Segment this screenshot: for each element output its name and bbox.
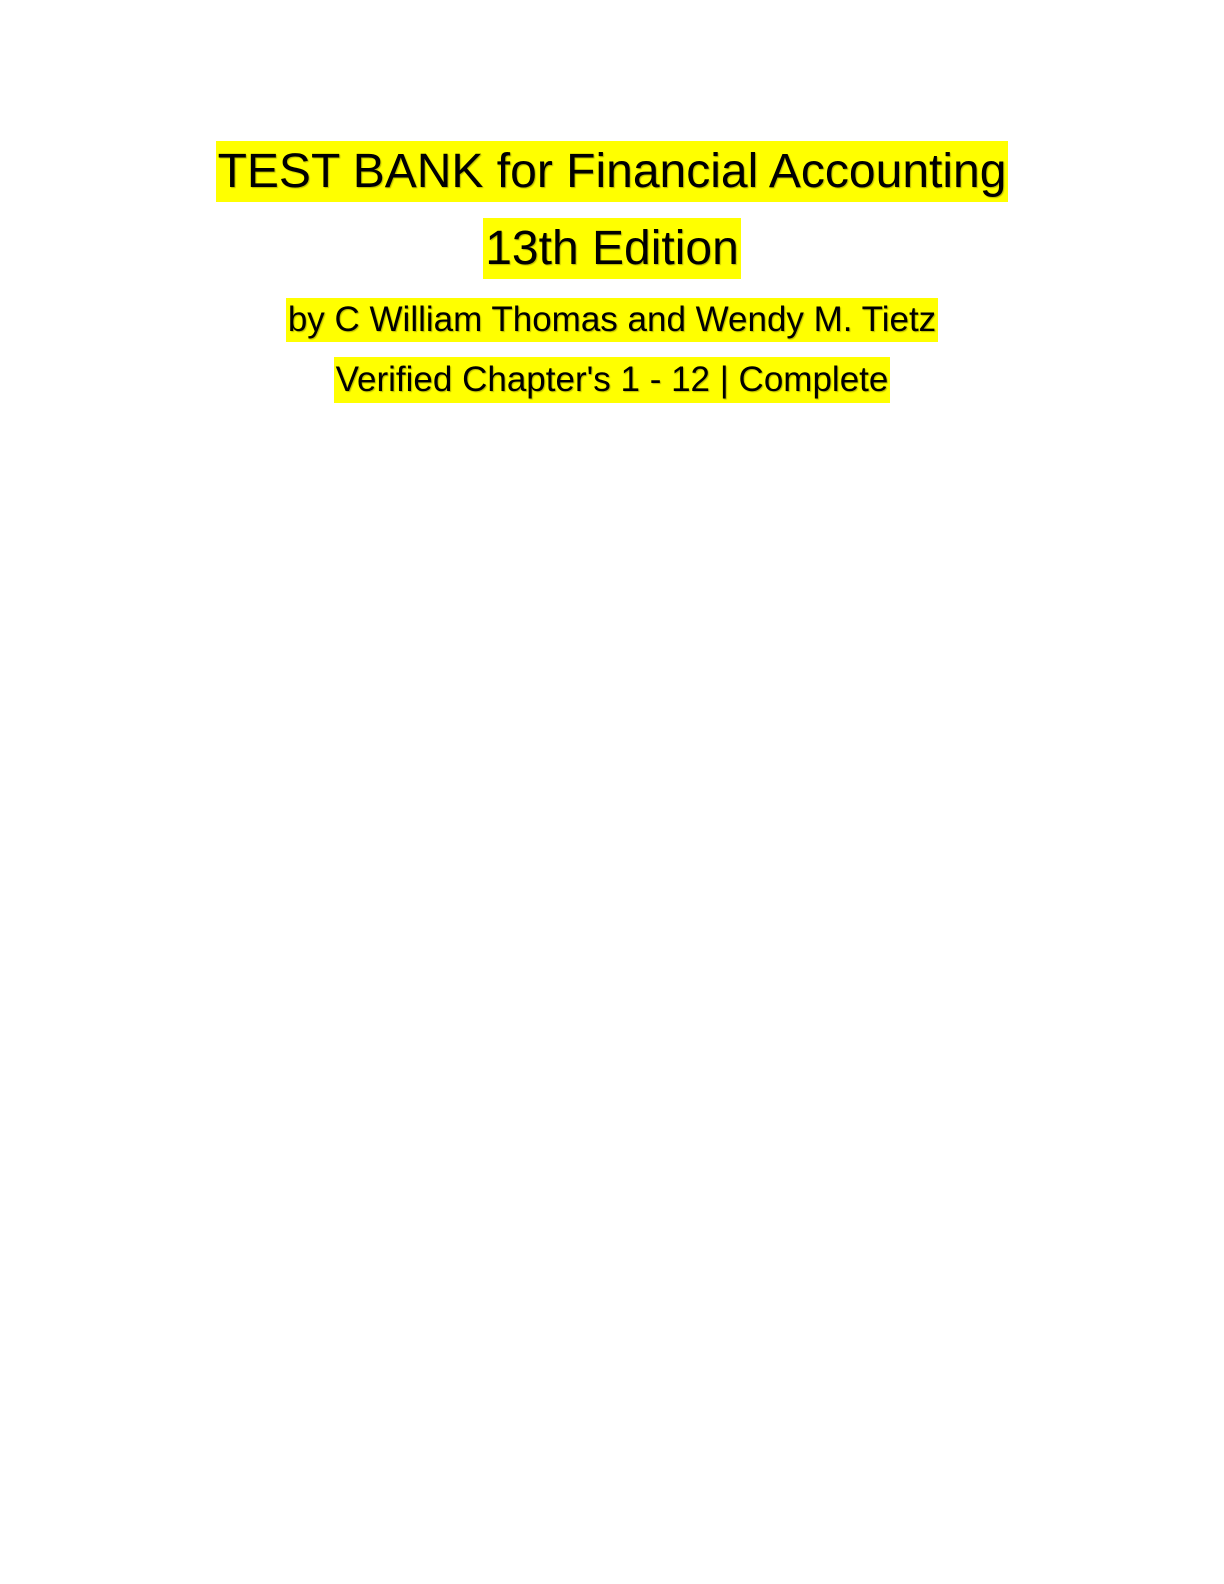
title-line-2-row: 13th Edition (0, 218, 1224, 279)
title-line-1-row: TEST BANK for Financial Accounting (0, 141, 1224, 202)
authors-row: by C William Thomas and Wendy M. Tietz (0, 298, 1224, 342)
title-line-1: TEST BANK for Financial Accounting (215, 141, 1009, 202)
scope-row: Verified Chapter's 1 - 12 | Complete (0, 357, 1224, 403)
authors-line: by C William Thomas and Wendy M. Tietz (285, 298, 939, 342)
scope-line: Verified Chapter's 1 - 12 | Complete (333, 357, 891, 403)
title-line-2: 13th Edition (483, 218, 741, 279)
